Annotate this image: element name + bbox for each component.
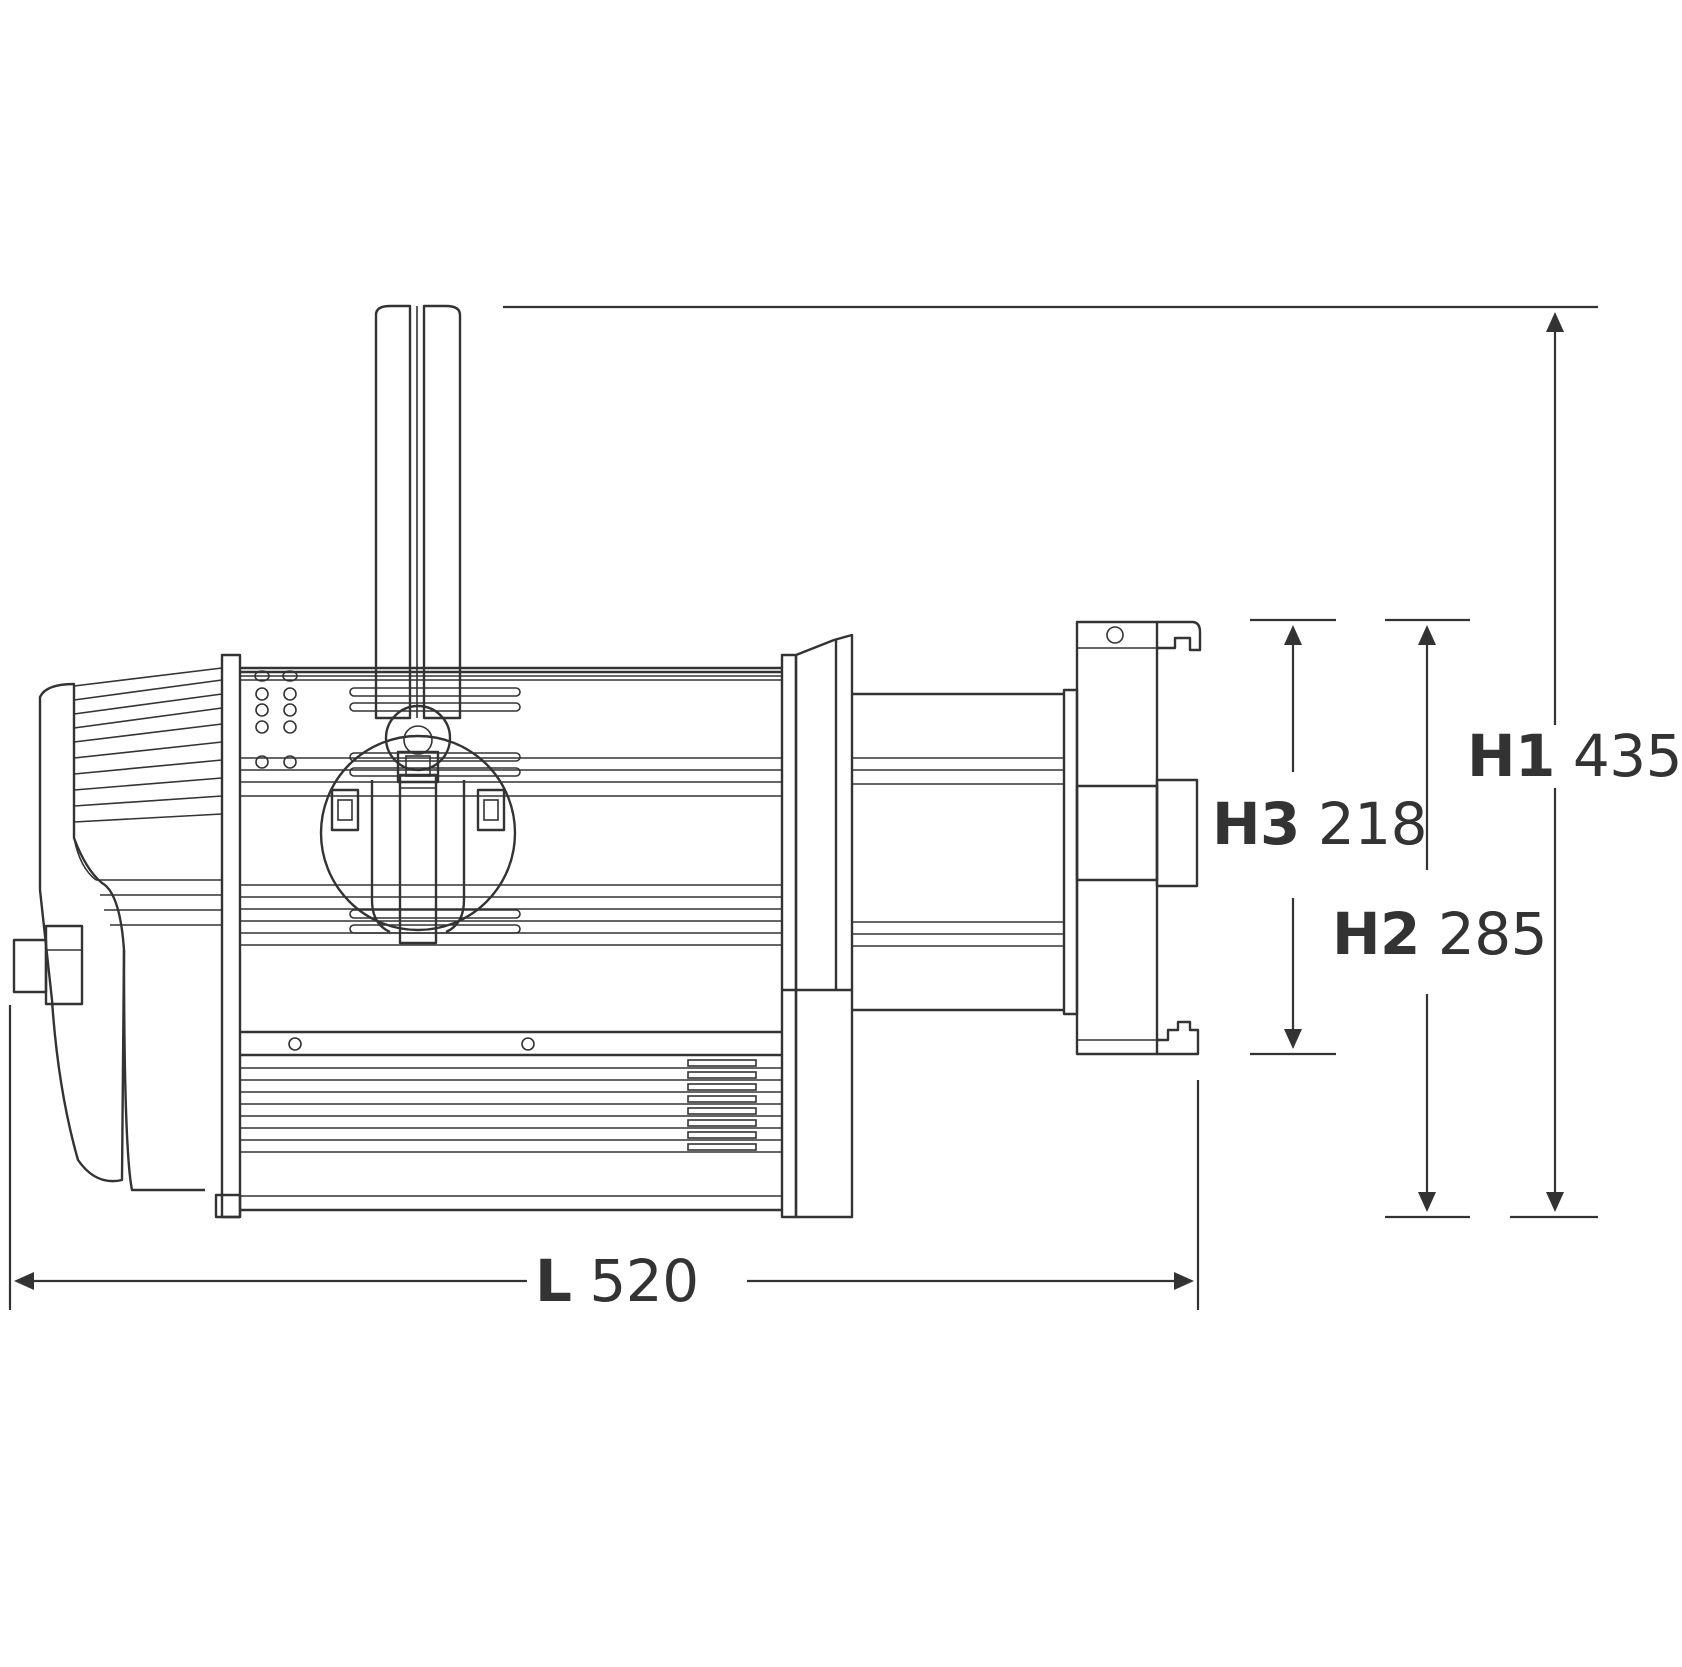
l-label: L 520 <box>535 1252 699 1310</box>
lower-vent-grille <box>687 1059 757 1151</box>
h1-value: 435 <box>1572 722 1682 790</box>
h2-dimension-line <box>1385 618 1470 1219</box>
h1-label: H1 435 <box>1467 727 1682 785</box>
h3-dimension-line <box>1250 618 1336 1056</box>
h3-label: H3 218 <box>1212 795 1428 853</box>
lower-ribs <box>240 1067 782 1197</box>
rear-fins <box>73 667 223 823</box>
l-value: 520 <box>589 1247 699 1315</box>
h3-value: 218 <box>1317 790 1428 858</box>
h1-dimension-line <box>503 305 1598 1219</box>
h2-label: H2 285 <box>1332 905 1548 963</box>
yoke <box>319 304 517 945</box>
l-code: L <box>535 1247 572 1315</box>
rear-cover <box>12 667 223 1192</box>
power-connector <box>12 924 84 1006</box>
vent-holes <box>254 670 298 769</box>
h2-value: 285 <box>1437 900 1548 968</box>
main-body <box>214 633 854 1219</box>
h3-code: H3 <box>1212 790 1300 858</box>
l-dimension-line <box>8 1005 1200 1310</box>
front-holder <box>1075 620 1202 1056</box>
lens-tube <box>852 688 1079 1016</box>
upper-slots <box>240 670 782 681</box>
h2-code: H2 <box>1332 900 1420 968</box>
h1-code: H1 <box>1467 722 1555 790</box>
